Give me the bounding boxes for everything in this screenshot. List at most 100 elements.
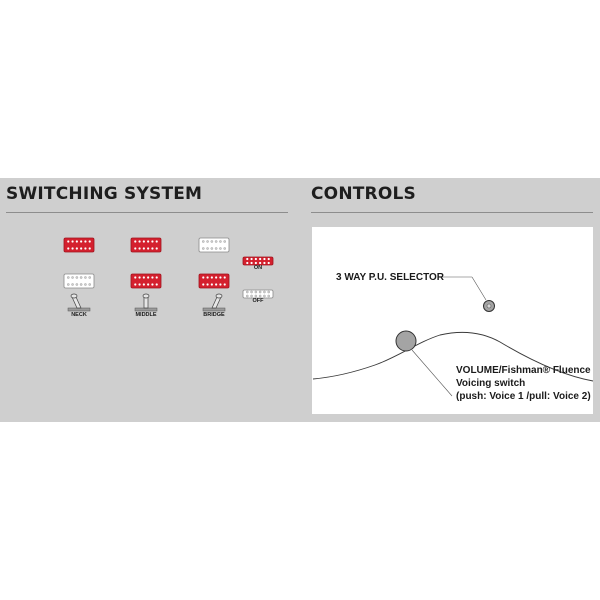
legend-off-pickup-pole bbox=[258, 290, 262, 294]
position-label-neck: NECK bbox=[71, 312, 87, 318]
legend-off-pickup-pole bbox=[263, 294, 266, 298]
legend-on-pickup-pole bbox=[263, 261, 266, 265]
controls-heading: CONTROLS bbox=[311, 184, 416, 204]
volume-label-line-3: (push: Voice 1 /pull: Voice 2) bbox=[456, 391, 591, 402]
neck-pickup-neck-pole bbox=[80, 247, 83, 250]
bridge-pickup-neck-pole bbox=[79, 276, 83, 279]
neck-pickup-middle-pole bbox=[151, 240, 154, 243]
bridge-pickup-middle-pole bbox=[138, 283, 141, 286]
volume-label-line-1: VOLUME/Fishman® Fluence bbox=[456, 365, 591, 376]
bridge-pickup-neck-pole bbox=[88, 276, 92, 279]
toggle-switch-neck-tip bbox=[70, 293, 78, 299]
switching-diagram bbox=[63, 237, 274, 312]
bridge-pickup-bridge-pole bbox=[219, 283, 222, 286]
bridge-pickup-bridge-pole bbox=[215, 283, 218, 286]
bridge-pickup-bridge-pole bbox=[202, 276, 205, 279]
legend-on-pickup-pole bbox=[250, 261, 253, 265]
neck-pickup-bridge-pole bbox=[201, 240, 205, 243]
neck-pickup-middle-pole bbox=[147, 247, 150, 250]
bridge-pickup-neck-pole bbox=[66, 276, 70, 279]
legend-off-pickup-pole bbox=[245, 294, 249, 298]
toggle-switch-bridge-tip bbox=[215, 293, 223, 299]
volume-knob[interactable] bbox=[395, 330, 417, 352]
toggle-switch-bridge bbox=[211, 296, 222, 309]
bridge-pickup-middle-pole bbox=[151, 276, 154, 279]
bridge-pickup-middle-pole bbox=[155, 276, 158, 279]
bridge-pickup-middle-pole bbox=[147, 283, 150, 286]
bridge-pickup-middle bbox=[130, 273, 162, 289]
bridge-pickup-neck-pole bbox=[75, 283, 79, 286]
legend-on-pickup-pole bbox=[259, 257, 262, 261]
legend-off-pickup-pole bbox=[258, 294, 262, 298]
legend-on-pickup-pole bbox=[267, 257, 270, 261]
neck-pickup-neck-pole bbox=[88, 240, 91, 243]
bridge-pickup-neck-pole bbox=[84, 283, 87, 286]
switching-system-heading: SWITCHING SYSTEM bbox=[6, 184, 203, 204]
legend-off-label: OFF bbox=[252, 298, 264, 304]
bridge-pickup-middle-pole bbox=[138, 276, 141, 279]
neck-pickup-bridge-pole bbox=[206, 247, 209, 250]
selector-label: 3 WAY P.U. SELECTOR bbox=[336, 272, 445, 283]
bridge-pickup-middle-pole bbox=[134, 283, 137, 286]
bridge-pickup-neck-pole bbox=[79, 283, 83, 286]
neck-pickup-neck-pole bbox=[67, 247, 70, 250]
legend-off-pickup-pole bbox=[254, 290, 258, 294]
bridge-pickup-neck-pole bbox=[66, 283, 70, 286]
legend-on-pickup-pole bbox=[250, 257, 253, 261]
toggle-switch-middle-tip bbox=[142, 293, 150, 299]
bridge-pickup-middle-pole bbox=[147, 276, 150, 279]
bridge-pickup-bridge-pole bbox=[202, 283, 205, 286]
neck-pickup-middle-pole bbox=[134, 240, 137, 243]
bridge-pickup-middle-pole bbox=[134, 276, 137, 279]
bridge-pickup-neck-pole bbox=[71, 283, 74, 286]
bridge-pickup-neck bbox=[63, 273, 95, 289]
bridge-pickup-bridge-pole bbox=[210, 276, 213, 279]
legend-on-pickup-pole bbox=[267, 261, 270, 265]
toggle-switch-neck bbox=[71, 296, 82, 309]
bridge-pickup-bridge-pole bbox=[210, 283, 213, 286]
bridge-pickup-neck-pole bbox=[71, 276, 74, 279]
legend-on-pickup-pole bbox=[254, 261, 257, 265]
neck-pickup-neck-pole bbox=[71, 240, 74, 243]
neck-pickup-middle-pole bbox=[142, 247, 145, 250]
neck-pickup-middle-pole bbox=[134, 247, 137, 250]
volume-leader-line bbox=[411, 349, 453, 397]
selector-leader-line-diagonal bbox=[471, 276, 487, 301]
controls-diagram bbox=[312, 276, 594, 397]
neck-pickup-middle-pole bbox=[155, 247, 158, 250]
bridge-pickup-middle-pole bbox=[155, 283, 158, 286]
toggle-switch-middle bbox=[143, 296, 149, 309]
volume-label-line-2: Voicing switch bbox=[456, 378, 526, 389]
neck-pickup-neck-pole bbox=[75, 247, 78, 250]
bridge-pickup-neck-pole bbox=[75, 276, 79, 279]
bridge-pickup-bridge-pole bbox=[206, 276, 209, 279]
legend-on-pickup-pole bbox=[259, 261, 262, 265]
switching-divider bbox=[6, 212, 288, 213]
bridge-pickup-bridge-pole bbox=[219, 276, 222, 279]
bridge-pickup-neck-pole bbox=[84, 276, 87, 279]
guitar-body-outline bbox=[312, 331, 594, 382]
pickup-selector-knob-center bbox=[486, 303, 492, 309]
neck-pickup-bridge bbox=[198, 237, 230, 253]
neck-pickup-bridge-pole bbox=[206, 240, 209, 243]
bridge-pickup-middle-pole bbox=[151, 283, 154, 286]
legend-off-pickup-pole bbox=[267, 290, 271, 294]
neck-pickup-middle-pole bbox=[138, 247, 141, 250]
position-label-middle: MIDDLE bbox=[135, 312, 157, 318]
neck-pickup-middle bbox=[130, 237, 162, 253]
neck-pickup-neck-pole bbox=[71, 247, 74, 250]
legend-off-pickup-pole bbox=[267, 294, 271, 298]
legend-off-pickup-pole bbox=[250, 290, 253, 294]
neck-pickup-middle-pole bbox=[138, 240, 141, 243]
neck-pickup-bridge-pole bbox=[223, 247, 227, 250]
neck-pickup-neck-pole bbox=[80, 240, 83, 243]
neck-pickup-middle-pole bbox=[151, 247, 154, 250]
neck-pickup-neck-pole bbox=[84, 247, 87, 250]
legend-on-label: ON bbox=[253, 265, 263, 271]
neck-pickup-bridge-pole bbox=[219, 240, 222, 243]
bridge-pickup-bridge-pole bbox=[223, 283, 226, 286]
neck-pickup-bridge-pole bbox=[214, 247, 218, 250]
neck-pickup-bridge-pole bbox=[223, 240, 227, 243]
neck-pickup-middle-pole bbox=[155, 240, 158, 243]
bridge-pickup-bridge-pole bbox=[215, 276, 218, 279]
